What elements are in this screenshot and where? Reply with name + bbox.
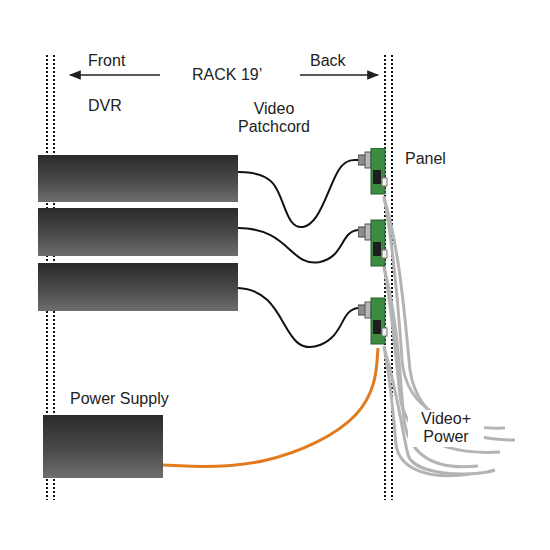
- front-arrow: [70, 74, 160, 76]
- power-supply-box: Power Supply: [43, 415, 163, 478]
- power-supply-box-shape: [43, 415, 163, 478]
- back-arrow: [300, 74, 378, 76]
- video-patchcord: [238, 160, 358, 227]
- patch-panel-shape: [358, 148, 390, 348]
- panel-module: [358, 148, 387, 194]
- dvr-box: [38, 263, 238, 311]
- front-label: Front: [88, 52, 125, 70]
- video-patchcord: [238, 288, 358, 347]
- dvr-box: [38, 208, 238, 256]
- back-label: Back: [310, 52, 346, 70]
- video-power-label: Video+ Power: [408, 410, 484, 447]
- panel-module: [358, 298, 387, 344]
- patchcord-label: Video Patchcord: [228, 100, 320, 137]
- video-power-cable: [384, 196, 515, 476]
- panel-label: Panel: [405, 150, 446, 168]
- panel-module: [358, 220, 387, 266]
- power-cable: [163, 348, 378, 467]
- patch-panel: Panel: [358, 148, 390, 348]
- video-patchcord: [238, 228, 358, 263]
- power-supply-label: Power Supply: [70, 390, 169, 408]
- dvr-label: DVR: [88, 97, 122, 115]
- dvr-box-shape: [38, 155, 238, 202]
- rack-label: RACK 19’: [192, 66, 262, 84]
- dvr-box: DVR: [38, 155, 238, 202]
